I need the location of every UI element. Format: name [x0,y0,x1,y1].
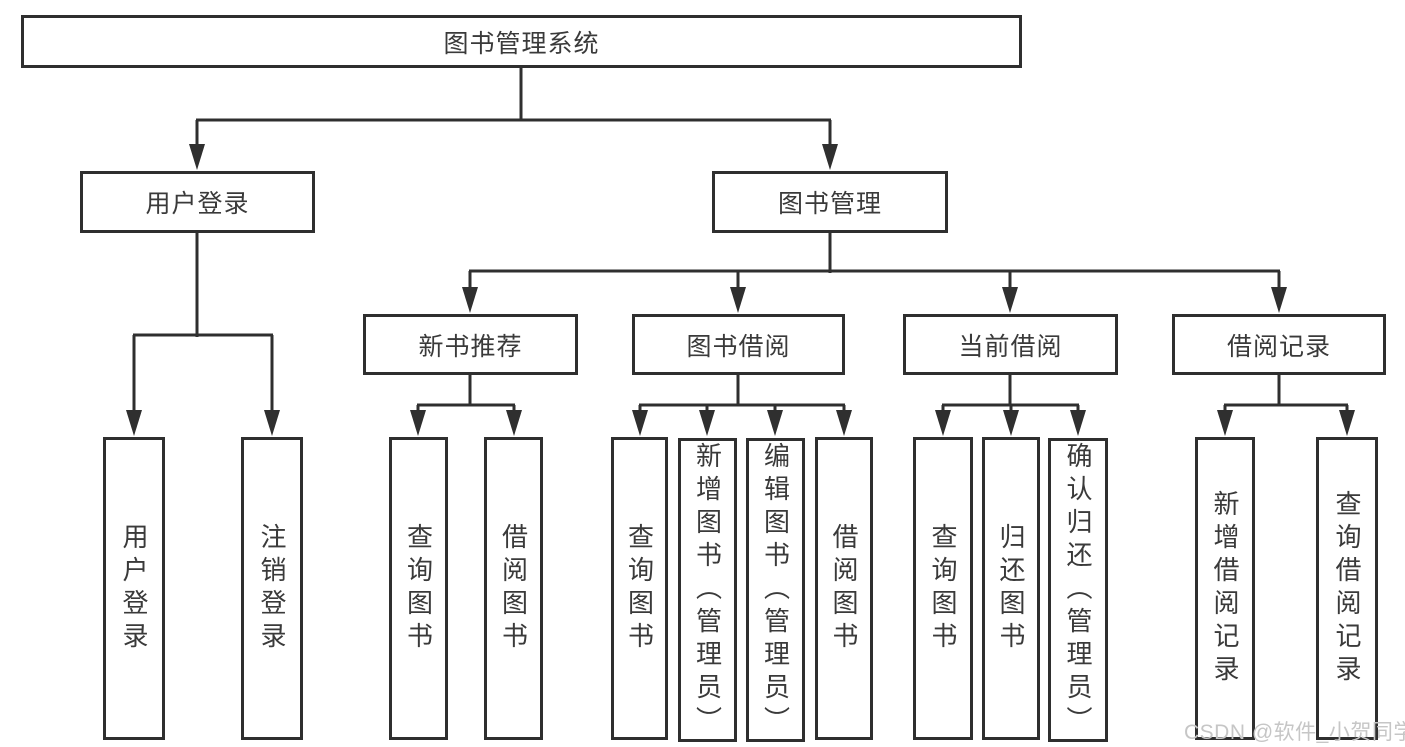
node-book-management-branch-label: 图书管理 [777,190,882,218]
leaf-borrow-books-recommend: 借阅图书 [484,437,543,740]
leaf-add-borrow-record-label: 新增借阅记录 [1210,489,1240,688]
leaf-add-borrow-record: 新增借阅记录 [1195,437,1255,740]
node-new-book-recommendation-label: 新书推荐 [418,332,523,361]
leaf-logout: 注销登录 [241,437,303,740]
leaf-confirm-return-admin: 确认归还（管理员） [1048,438,1108,742]
node-book-borrowing-label: 图书借阅 [686,332,791,361]
leaf-query-books-recommend: 查询图书 [389,437,448,740]
node-borrowing-records: 借阅记录 [1172,314,1386,375]
leaf-query-borrow-record: 查询借阅记录 [1316,437,1378,740]
leaf-add-book-admin-label: 新增图书（管理员） [692,441,723,739]
leaf-edit-book-admin-label: 编辑图书（管理员） [760,441,791,739]
leaf-borrow-books-borrowing-label: 借阅图书 [829,522,859,655]
leaf-query-books-borrowing: 查询图书 [611,437,668,740]
leaf-borrow-books-borrowing: 借阅图书 [815,437,873,740]
node-current-borrowing-label: 当前借阅 [958,332,1063,361]
node-book-borrowing: 图书借阅 [632,314,845,375]
node-borrowing-records-label: 借阅记录 [1226,332,1331,361]
node-book-management-system-label: 图书管理系统 [443,29,600,58]
node-book-management-system: 图书管理系统 [21,15,1022,68]
leaf-confirm-return-admin-label: 确认归还（管理员） [1063,441,1093,739]
leaf-query-books-current: 查询图书 [913,437,973,740]
node-user-login-branch: 用户登录 [80,171,315,233]
leaf-query-books-borrowing-label: 查询图书 [624,522,655,655]
leaf-logout-label: 注销登录 [257,522,287,655]
leaf-return-books: 归还图书 [982,437,1040,740]
watermark: CSDN @软件_小贺同学 [1184,721,1405,744]
leaf-user-login-label: 用户登录 [119,522,149,655]
leaf-query-books-recommend-label: 查询图书 [403,522,434,655]
node-book-management-branch: 图书管理 [712,171,948,233]
leaf-user-login: 用户登录 [103,437,165,740]
node-new-book-recommendation: 新书推荐 [363,314,578,375]
leaf-add-book-admin: 新增图书（管理员） [678,438,737,742]
leaf-query-borrow-record-label: 查询借阅记录 [1332,489,1362,688]
leaf-edit-book-admin: 编辑图书（管理员） [746,438,805,742]
node-current-borrowing: 当前借阅 [903,314,1118,375]
node-user-login-branch-label: 用户登录 [145,190,250,218]
leaf-borrow-books-recommend-label: 借阅图书 [498,522,529,655]
leaf-return-books-label: 归还图书 [996,522,1026,655]
leaf-query-books-current-label: 查询图书 [928,522,958,655]
